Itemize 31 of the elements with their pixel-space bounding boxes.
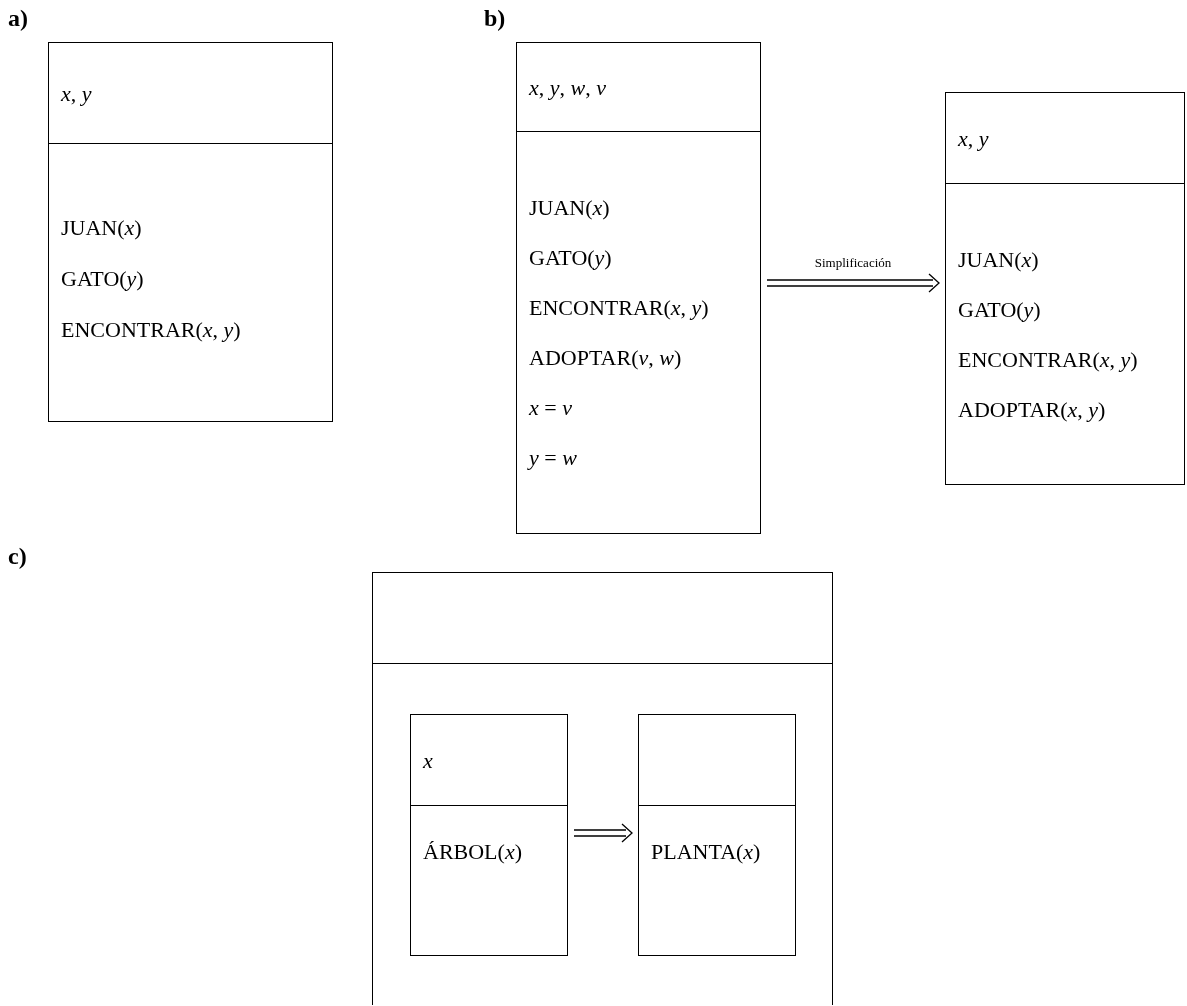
discourse-referents: x, y — [61, 79, 92, 108]
discourse-referents: x, y, w, v — [529, 73, 606, 102]
drs-box — [516, 42, 761, 534]
panel-label: b) — [484, 4, 506, 33]
condition-text: ENCONTRAR(x, y) — [958, 346, 1138, 374]
condition-text: ADOPTAR(v, w) — [529, 344, 682, 372]
condition-text: GATO(y) — [529, 244, 612, 272]
condition-text: ÁRBOL(x) — [423, 838, 522, 866]
condition-text: ENCONTRAR(x, y) — [61, 316, 241, 344]
condition-text: JUAN(x) — [958, 246, 1039, 274]
condition-text: GATO(y) — [958, 296, 1041, 324]
edge-label: Simplificación — [813, 254, 893, 272]
condition-text: GATO(y) — [61, 265, 144, 293]
condition-text: y = w — [529, 444, 577, 472]
panel-label: a) — [8, 4, 28, 33]
discourse-referents: x — [423, 746, 433, 775]
condition-text: x = v — [529, 394, 572, 422]
condition-text: ADOPTAR(x, y) — [958, 396, 1106, 424]
condition-text: JUAN(x) — [61, 214, 142, 242]
double-arrow — [766, 273, 940, 293]
discourse-referents: x, y — [958, 124, 989, 153]
double-arrow — [573, 823, 633, 843]
condition-text: ENCONTRAR(x, y) — [529, 294, 709, 322]
drs-box — [638, 714, 796, 956]
panel-label: c) — [8, 542, 27, 571]
drs-box — [48, 42, 333, 422]
drs-box — [945, 92, 1185, 485]
condition-text: JUAN(x) — [529, 194, 610, 222]
drs-box — [410, 714, 568, 956]
drs-box — [372, 572, 833, 1005]
condition-text: PLANTA(x) — [651, 838, 761, 866]
